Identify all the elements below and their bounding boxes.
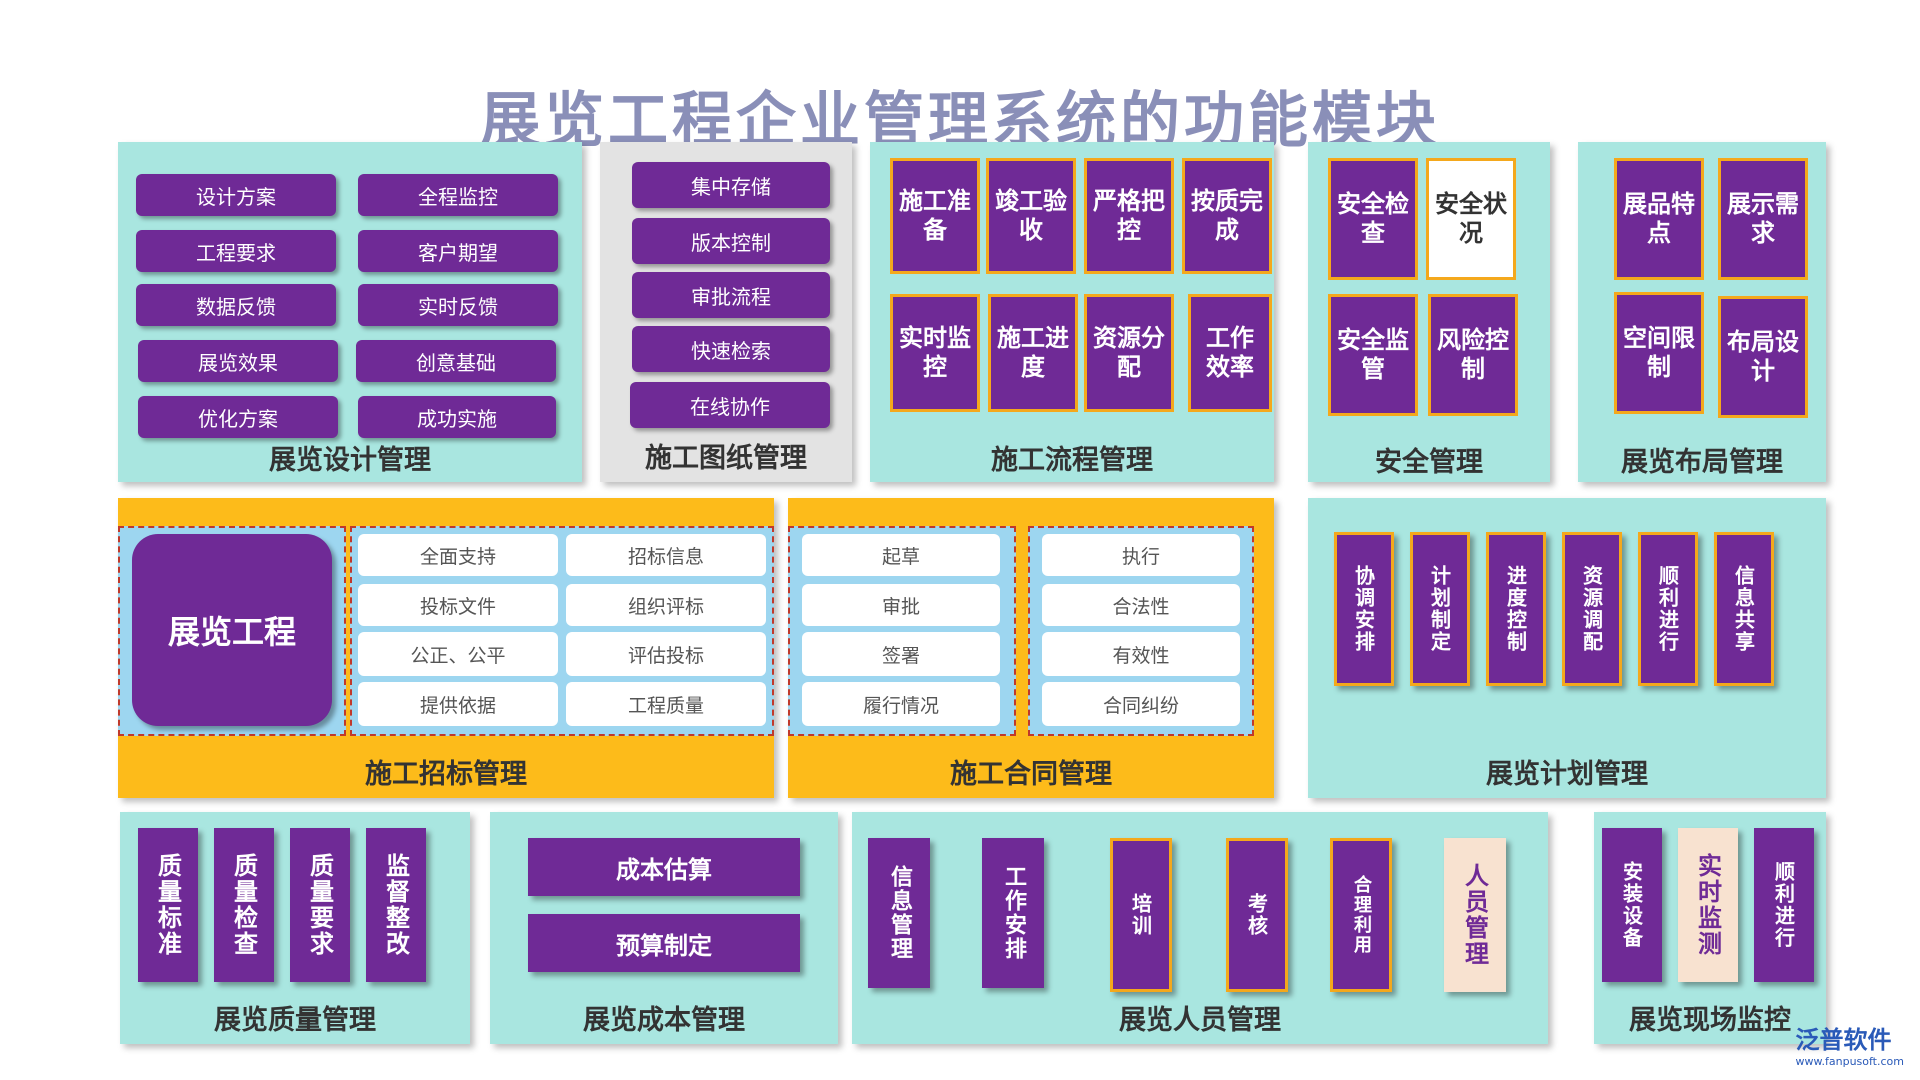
bidding-item[interactable]: 组织评标 <box>566 584 766 626</box>
cost-item[interactable]: 成本估算 <box>528 838 800 896</box>
contract-right-item[interactable]: 合法性 <box>1042 584 1240 626</box>
contract-left-item[interactable]: 履行情况 <box>802 682 1000 726</box>
bidding-item[interactable]: 投标文件 <box>358 584 558 626</box>
staff-item[interactable]: 信息管理 <box>868 838 930 988</box>
process-item[interactable]: 施工准备 <box>890 158 980 274</box>
drawings-item[interactable]: 快速检索 <box>632 326 830 372</box>
drawings-item[interactable]: 审批流程 <box>632 272 830 318</box>
site-item[interactable]: 安装设备 <box>1602 828 1662 982</box>
design-item[interactable]: 实时反馈 <box>358 284 558 326</box>
bidding-item[interactable]: 公正、公平 <box>358 632 558 676</box>
panel-label: 展览质量管理 <box>214 1005 376 1036</box>
design-item[interactable]: 全程监控 <box>358 174 558 216</box>
drawings-item[interactable]: 集中存储 <box>632 162 830 208</box>
panel-bidding: 展览工程 全面支持 招标信息 投标文件 组织评标 公正、公平 评估投标 提供依据… <box>118 498 774 798</box>
contract-left-item[interactable]: 签署 <box>802 632 1000 676</box>
staff-item[interactable]: 工作安排 <box>982 838 1044 988</box>
logo-name: 泛普软件 <box>1795 1026 1892 1054</box>
contract-left-item[interactable]: 起草 <box>802 534 1000 576</box>
process-item[interactable]: 严格把控 <box>1084 158 1174 274</box>
panel-label: 展览计划管理 <box>1486 759 1648 790</box>
plan-item[interactable]: 计划制定 <box>1410 532 1470 686</box>
staff-item[interactable]: 培训 <box>1110 838 1172 992</box>
panel-label: 施工招标管理 <box>365 759 527 790</box>
panel-process: 施工准备 竣工验收 严格把控 按质完成 实时监控 施工进度 资源分配 工作效率 … <box>870 142 1274 482</box>
panel-staff: 信息管理 工作安排 培训 考核 合理利用 人员管理 展览人员管理 <box>852 812 1548 1044</box>
panel-layout: 展品特点 展示需求 空间限制 布局设计 展览布局管理 <box>1578 142 1826 482</box>
brand-logo: 泛普软件 www.fanpusoft.com <box>1796 1020 1904 1068</box>
contract-right-item[interactable]: 合同纠纷 <box>1042 682 1240 726</box>
contract-right-item[interactable]: 执行 <box>1042 534 1240 576</box>
staff-item[interactable]: 人员管理 <box>1444 838 1506 992</box>
plan-item[interactable]: 资源调配 <box>1562 532 1622 686</box>
panel-contract: 起草 审批 签署 履行情况 执行 合法性 有效性 合同纠纷 施工合同管理 <box>788 498 1274 798</box>
safety-item[interactable]: 安全状况 <box>1426 158 1516 280</box>
design-item[interactable]: 设计方案 <box>136 174 336 216</box>
plan-item[interactable]: 进度控制 <box>1486 532 1546 686</box>
bidding-item[interactable]: 工程质量 <box>566 682 766 726</box>
safety-item[interactable]: 风险控制 <box>1428 294 1518 416</box>
process-item[interactable]: 实时监控 <box>890 294 980 412</box>
process-item[interactable]: 按质完成 <box>1182 158 1272 274</box>
design-item[interactable]: 展览效果 <box>138 340 338 382</box>
panel-label: 展览设计管理 <box>269 445 431 476</box>
contract-right-item[interactable]: 有效性 <box>1042 632 1240 676</box>
bidding-item[interactable]: 全面支持 <box>358 534 558 576</box>
safety-item[interactable]: 安全检查 <box>1328 158 1418 280</box>
logo-url: www.fanpusoft.com <box>1795 1055 1904 1068</box>
layout-item[interactable]: 布局设计 <box>1718 296 1808 418</box>
plan-item[interactable]: 信息共享 <box>1714 532 1774 686</box>
design-item[interactable]: 客户期望 <box>358 230 558 272</box>
contract-left-item[interactable]: 审批 <box>802 584 1000 626</box>
process-item[interactable]: 工作效率 <box>1188 294 1272 412</box>
cost-item[interactable]: 预算制定 <box>528 914 800 972</box>
panel-plan: 协调安排 计划制定 进度控制 资源调配 顺利进行 信息共享 展览计划管理 <box>1308 498 1826 798</box>
panel-label: 施工流程管理 <box>991 445 1153 476</box>
layout-item[interactable]: 空间限制 <box>1614 292 1704 414</box>
staff-item[interactable]: 考核 <box>1226 838 1288 992</box>
panel-drawings: 集中存储 版本控制 审批流程 快速检索 在线协作 施工图纸管理 <box>600 142 852 482</box>
drawings-item[interactable]: 版本控制 <box>632 218 830 264</box>
process-item[interactable]: 施工进度 <box>988 294 1078 412</box>
quality-item[interactable]: 质量标准 <box>138 828 198 982</box>
quality-item[interactable]: 监督整改 <box>366 828 426 982</box>
bidding-item[interactable]: 提供依据 <box>358 682 558 726</box>
layout-item[interactable]: 展品特点 <box>1614 158 1704 280</box>
plan-item[interactable]: 顺利进行 <box>1638 532 1698 686</box>
bidding-center[interactable]: 展览工程 <box>132 534 332 726</box>
panel-quality: 质量标准 质量检查 质量要求 监督整改 展览质量管理 <box>120 812 470 1044</box>
process-item[interactable]: 竣工验收 <box>986 158 1076 274</box>
layout-item[interactable]: 展示需求 <box>1718 158 1808 280</box>
panel-label: 展览人员管理 <box>1119 1005 1281 1036</box>
panel-label: 展览布局管理 <box>1621 447 1783 478</box>
safety-item[interactable]: 安全监管 <box>1328 294 1418 416</box>
staff-item[interactable]: 合理利用 <box>1330 838 1392 992</box>
site-item[interactable]: 顺利进行 <box>1754 828 1814 982</box>
quality-item[interactable]: 质量检查 <box>214 828 274 982</box>
panel-label: 展览成本管理 <box>583 1005 745 1036</box>
design-item[interactable]: 成功实施 <box>358 396 556 438</box>
process-item[interactable]: 资源分配 <box>1084 294 1174 412</box>
drawings-item[interactable]: 在线协作 <box>630 382 830 428</box>
panel-label: 安全管理 <box>1375 447 1483 478</box>
design-item[interactable]: 优化方案 <box>138 396 338 438</box>
design-item[interactable]: 创意基础 <box>356 340 556 382</box>
panel-site: 安装设备 实时监测 顺利进行 展览现场监控 <box>1594 812 1826 1044</box>
panel-label: 施工合同管理 <box>950 759 1112 790</box>
panel-design: 设计方案 全程监控 工程要求 客户期望 数据反馈 实时反馈 展览效果 创意基础 … <box>118 142 582 482</box>
design-item[interactable]: 数据反馈 <box>136 284 336 326</box>
panel-label: 展览现场监控 <box>1629 1005 1791 1036</box>
panel-cost: 成本估算 预算制定 展览成本管理 <box>490 812 838 1044</box>
quality-item[interactable]: 质量要求 <box>290 828 350 982</box>
bidding-item[interactable]: 评估投标 <box>566 632 766 676</box>
panel-safety: 安全检查 安全状况 安全监管 风险控制 安全管理 <box>1308 142 1550 482</box>
panel-label: 施工图纸管理 <box>645 443 807 474</box>
plan-item[interactable]: 协调安排 <box>1334 532 1394 686</box>
design-item[interactable]: 工程要求 <box>136 230 336 272</box>
site-item[interactable]: 实时监测 <box>1678 828 1738 982</box>
bidding-item[interactable]: 招标信息 <box>566 534 766 576</box>
